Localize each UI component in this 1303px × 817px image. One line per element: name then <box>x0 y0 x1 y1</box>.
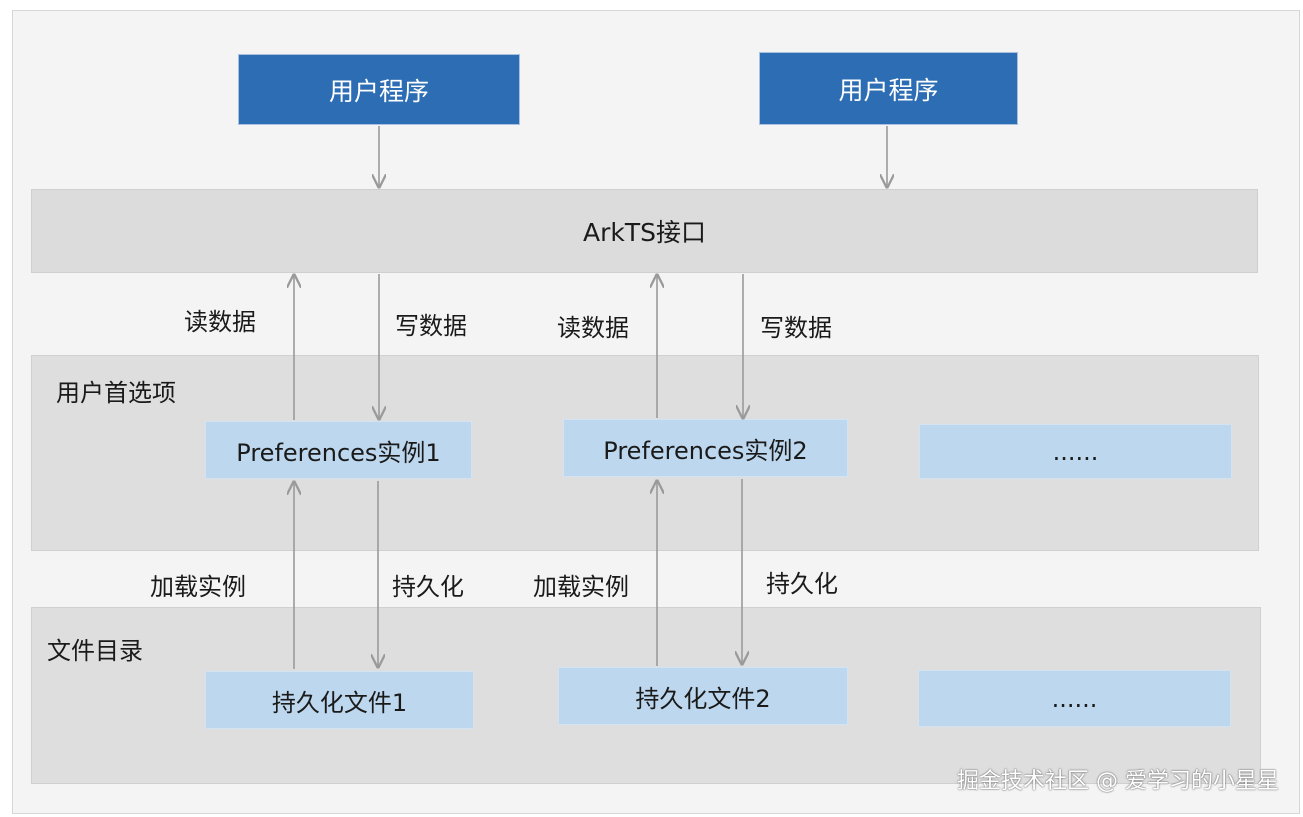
user-program-box-2: 用户程序 <box>759 52 1018 125</box>
preferences-layer-title: 用户首选项 <box>56 379 176 407</box>
preferences-instance-2: Preferences实例2 <box>563 419 848 477</box>
persistent-file-2: 持久化文件2 <box>558 667 848 725</box>
label-write-data-2: 写数据 <box>760 314 832 342</box>
preferences-instance-more: ...... <box>919 424 1232 479</box>
watermark: 掘金技术社区 @ 爱学习的小星星 <box>957 769 1279 794</box>
label-read-data-2: 读数据 <box>557 314 629 342</box>
file-directory-layer-title: 文件目录 <box>47 637 143 665</box>
label-persist-1: 持久化 <box>392 573 464 601</box>
persistent-file-more: ...... <box>918 670 1231 727</box>
label-load-instance-1: 加载实例 <box>150 573 246 601</box>
persistent-file-1: 持久化文件1 <box>205 671 474 729</box>
arkts-api-bar: ArkTS接口 <box>31 189 1258 273</box>
user-program-box-1: 用户程序 <box>238 54 520 125</box>
label-persist-2: 持久化 <box>766 570 838 598</box>
label-write-data-1: 写数据 <box>395 312 467 340</box>
preferences-instance-1: Preferences实例1 <box>205 421 472 479</box>
label-read-data-1: 读数据 <box>184 308 256 336</box>
label-load-instance-2: 加载实例 <box>533 573 629 601</box>
